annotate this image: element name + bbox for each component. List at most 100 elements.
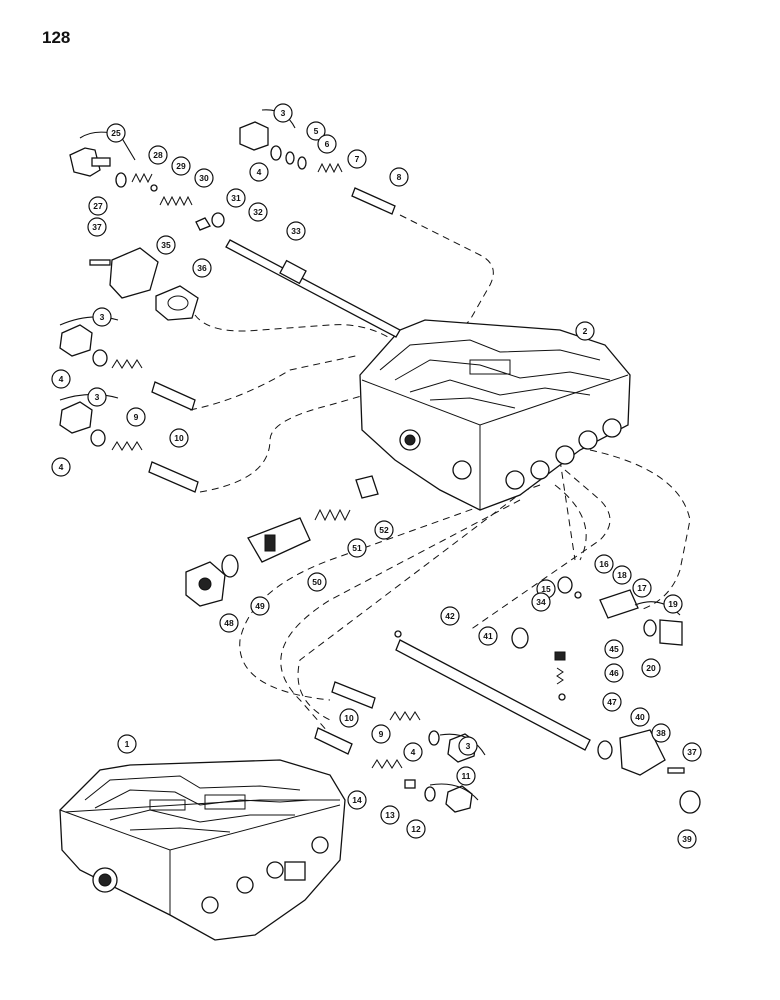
callout-label: 25 [111,128,121,138]
callout-label: 2 [583,326,588,336]
callout-circle [347,149,367,169]
callout-label: 31 [231,193,241,203]
callout-13: 13 [380,805,400,825]
valve-body-2 [359,319,631,511]
callout-circle [171,156,191,176]
callout-label: 36 [197,263,207,273]
callout-30: 30 [194,168,214,188]
callout-49: 49 [250,596,270,616]
callout-circle [307,572,327,592]
callout-label: 8 [397,172,402,182]
callout-circle [604,663,624,683]
callout-label: 29 [176,161,186,171]
callout-label: 4 [257,167,262,177]
callout-label: 39 [682,834,692,844]
callout-label: 37 [687,747,697,757]
callout-circle [126,407,146,427]
callout-circle [194,168,214,188]
callout-label: 14 [352,795,362,805]
callout-label: 28 [153,150,163,160]
callout-label: 47 [607,697,617,707]
callout-16: 16 [594,554,614,574]
callout-circle [403,742,423,762]
callout-50: 50 [307,572,327,592]
callout-label: 49 [255,601,265,611]
callout-circle [250,596,270,616]
callout-34: 34 [531,592,551,612]
callout-31: 31 [226,188,246,208]
callout-14: 14 [347,790,367,810]
callout-4: 4 [51,369,71,389]
left-parts [59,324,199,493]
callout-circle [169,428,189,448]
callout-37: 37 [87,217,107,237]
callout-48: 48 [219,613,239,633]
callout-circle [612,565,632,585]
callout-label: 46 [609,668,619,678]
callout-28: 28 [148,145,168,165]
callout-circle [630,707,650,727]
callout-circle [594,554,614,574]
callout-2: 2 [575,321,595,341]
callout-label: 40 [635,712,645,722]
callout-label: 32 [253,207,263,217]
callout-circle [575,321,595,341]
callout-39: 39 [677,829,697,849]
callout-label: 10 [344,713,354,723]
callout-label: 42 [445,611,455,621]
callout-40: 40 [630,707,650,727]
callout-circle [317,134,337,154]
callout-42: 42 [440,606,460,626]
callout-circle [478,626,498,646]
callout-circle [88,196,108,216]
callout-label: 3 [466,741,471,751]
callout-4: 4 [249,162,269,182]
callout-5: 5 [306,121,326,141]
callout-circle [117,734,137,754]
callout-circle [273,103,293,123]
callout-circle [374,520,394,540]
callout-label: 3 [95,392,100,402]
callout-label: 9 [134,412,139,422]
callout-label: 52 [379,525,389,535]
callout-label: 35 [161,240,171,250]
callout-circle [651,723,671,743]
callout-label: 19 [668,599,678,609]
callout-label: 34 [536,597,546,607]
callout-4: 4 [51,457,71,477]
valve-body-1 [59,759,346,941]
callout-label: 27 [93,201,103,211]
callout-8: 8 [389,167,409,187]
callout-1: 1 [117,734,137,754]
callout-circle [192,258,212,278]
callout-circle [406,819,426,839]
top-parts [69,121,401,338]
callout-circle [677,829,697,849]
callout-label: 3 [281,108,286,118]
callout-label: 13 [385,810,395,820]
callout-label: 37 [92,222,102,232]
callout-33: 33 [286,221,306,241]
callout-label: 11 [462,771,471,781]
callout-3: 3 [87,387,107,407]
callout-circle [148,145,168,165]
callout-circle [106,123,126,143]
callout-circle [602,692,622,712]
callout-circle [87,217,107,237]
callout-circle [389,167,409,187]
callout-41: 41 [478,626,498,646]
callout-11: 11 [456,766,476,786]
callout-circle [456,766,476,786]
callout-17: 17 [632,578,652,598]
callout-37: 37 [682,742,702,762]
callout-label: 38 [656,728,666,738]
callout-9: 9 [371,724,391,744]
callout-18: 18 [612,565,632,585]
callout-label: 48 [224,618,234,628]
callout-circle [51,369,71,389]
callout-25: 25 [106,123,126,143]
callout-label: 30 [199,173,209,183]
callout-19: 19 [663,594,683,614]
callout-label: 7 [355,154,360,164]
callout-51: 51 [347,538,367,558]
